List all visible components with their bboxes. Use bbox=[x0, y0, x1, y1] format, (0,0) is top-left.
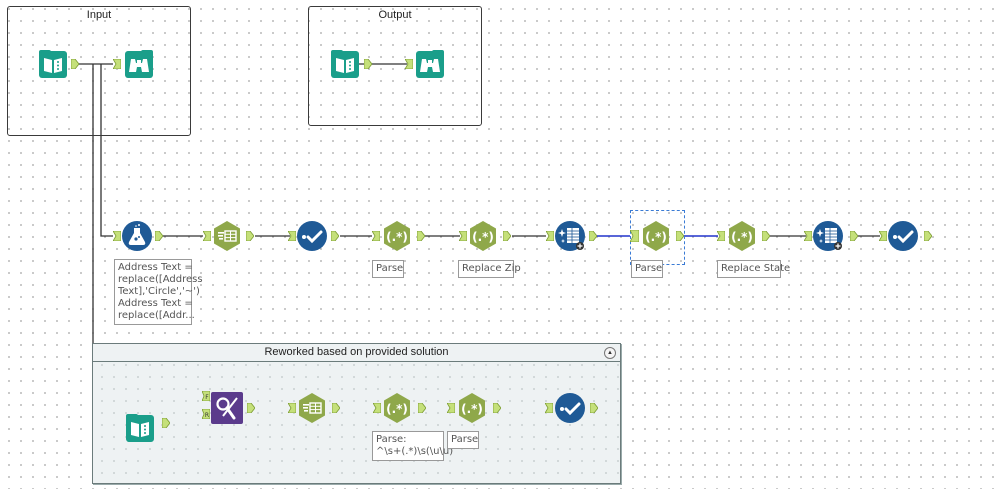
output-anchor[interactable] bbox=[503, 231, 511, 241]
input-anchor[interactable] bbox=[546, 231, 554, 241]
regex-tool[interactable]: (.*) bbox=[382, 393, 412, 423]
input-anchor[interactable] bbox=[717, 231, 725, 241]
find-replace-tool[interactable] bbox=[211, 392, 243, 424]
output-anchor[interactable] bbox=[762, 231, 770, 241]
svg-text:F: F bbox=[205, 394, 209, 401]
check-icon bbox=[555, 393, 585, 423]
svg-text:(.*): (.*) bbox=[386, 230, 408, 244]
regex-tool[interactable]: (.*) bbox=[727, 221, 757, 251]
regex-annotation-parse-pattern[interactable]: Parse: ^\s+(.*)\s(\u\u) bbox=[372, 431, 453, 461]
book-icon bbox=[331, 50, 359, 78]
svg-text:(.*): (.*) bbox=[386, 402, 408, 416]
svg-text:(.*): (.*) bbox=[461, 402, 483, 416]
input-anchor[interactable] bbox=[405, 59, 413, 69]
input-anchor[interactable] bbox=[203, 231, 211, 241]
regex-tool[interactable]: (.*) bbox=[457, 393, 487, 423]
regex-icon: (.*) bbox=[384, 221, 410, 251]
regex-tool[interactable]: (.*) bbox=[468, 221, 498, 251]
regex-tool[interactable]: (.*) bbox=[382, 221, 412, 251]
text-to-columns-tool[interactable] bbox=[297, 393, 327, 423]
output-anchor[interactable] bbox=[155, 231, 163, 241]
input-data-tool[interactable] bbox=[330, 49, 360, 79]
svg-text:R: R bbox=[205, 412, 209, 419]
chevron-up-icon[interactable]: ▲ bbox=[604, 347, 616, 359]
find-anchor[interactable]: F bbox=[202, 391, 210, 401]
regex-annotation-replace-state[interactable]: Replace State bbox=[717, 260, 790, 278]
book-icon bbox=[126, 414, 154, 442]
book-icon bbox=[39, 50, 67, 78]
svg-text:(.*): (.*) bbox=[645, 230, 667, 244]
flask-icon bbox=[122, 221, 152, 251]
binoculars-icon bbox=[125, 50, 153, 78]
input-anchor[interactable] bbox=[288, 403, 296, 413]
find-replace-icon bbox=[211, 392, 243, 424]
output-anchor[interactable] bbox=[417, 231, 425, 241]
input-anchor[interactable] bbox=[804, 231, 812, 241]
output-anchor[interactable] bbox=[418, 403, 426, 413]
output-anchor[interactable] bbox=[589, 231, 597, 241]
output-anchor[interactable] bbox=[71, 59, 79, 69]
group-title: Reworked based on provided solution bbox=[264, 346, 449, 358]
output-container[interactable]: Output bbox=[308, 6, 482, 126]
input-anchor[interactable] bbox=[459, 231, 467, 241]
output-anchor[interactable] bbox=[162, 418, 170, 428]
regex-annotation-parse[interactable]: Parse bbox=[372, 260, 404, 278]
check-icon bbox=[297, 221, 327, 251]
regex-annotation-replace-zip[interactable]: Replace Zip bbox=[458, 260, 521, 278]
check-icon bbox=[888, 221, 918, 251]
svg-text:(.*): (.*) bbox=[731, 230, 753, 244]
input-anchor[interactable] bbox=[373, 403, 381, 413]
input-anchor[interactable] bbox=[113, 59, 121, 69]
output-anchor[interactable] bbox=[364, 59, 372, 69]
output-anchor[interactable] bbox=[247, 403, 255, 413]
regex-icon: (.*) bbox=[459, 393, 485, 423]
output-anchor[interactable] bbox=[676, 231, 684, 241]
regex-icon: (.*) bbox=[470, 221, 496, 251]
data-cleansing-tool[interactable] bbox=[813, 221, 843, 251]
group-header[interactable]: Reworked based on provided solution ▲ bbox=[93, 344, 620, 362]
data-cleansing-tool[interactable] bbox=[555, 221, 585, 251]
input-container-title: Input bbox=[86, 9, 112, 21]
input-anchor[interactable] bbox=[630, 230, 639, 242]
sparkle-table-icon bbox=[555, 221, 585, 251]
regex-annotation-parse[interactable]: Parse bbox=[631, 260, 663, 278]
regex-icon: (.*) bbox=[643, 221, 669, 251]
table-columns-icon bbox=[214, 221, 240, 251]
select-tool[interactable] bbox=[297, 221, 327, 251]
text-to-columns-tool[interactable] bbox=[212, 221, 242, 251]
select-tool[interactable] bbox=[555, 393, 585, 423]
output-anchor[interactable] bbox=[332, 403, 340, 413]
browse-tool[interactable] bbox=[124, 49, 154, 79]
browse-tool[interactable] bbox=[415, 49, 445, 79]
sparkle-table-icon bbox=[813, 221, 843, 251]
input-anchor[interactable] bbox=[372, 231, 380, 241]
binoculars-icon bbox=[416, 50, 444, 78]
select-tool[interactable] bbox=[888, 221, 918, 251]
regex-annotation-parse[interactable]: Parse bbox=[447, 431, 479, 449]
regex-icon: (.*) bbox=[384, 393, 410, 423]
output-anchor[interactable] bbox=[246, 231, 254, 241]
regex-tool-selected[interactable]: (.*) bbox=[641, 221, 671, 251]
formula-annotation[interactable]: Address Text = replace([Address Text],'C… bbox=[114, 259, 203, 325]
input-anchor[interactable] bbox=[545, 403, 553, 413]
tool-container-group[interactable]: Reworked based on provided solution ▲ bbox=[92, 343, 621, 484]
input-data-tool[interactable] bbox=[125, 413, 155, 443]
output-container-title: Output bbox=[378, 9, 412, 21]
input-container[interactable]: Input bbox=[7, 6, 191, 136]
output-anchor[interactable] bbox=[331, 231, 339, 241]
output-anchor[interactable] bbox=[590, 403, 598, 413]
input-anchor[interactable] bbox=[113, 231, 121, 241]
output-anchor[interactable] bbox=[493, 403, 501, 413]
regex-icon: (.*) bbox=[729, 221, 755, 251]
input-data-tool[interactable] bbox=[38, 49, 68, 79]
input-anchor[interactable] bbox=[288, 231, 296, 241]
replace-anchor[interactable]: R bbox=[202, 409, 210, 419]
output-anchor[interactable] bbox=[924, 231, 932, 241]
svg-text:(.*): (.*) bbox=[472, 230, 494, 244]
input-anchor[interactable] bbox=[879, 231, 887, 241]
formula-tool[interactable] bbox=[122, 221, 152, 251]
table-columns-icon bbox=[299, 393, 325, 423]
output-anchor[interactable] bbox=[850, 231, 858, 241]
input-anchor[interactable] bbox=[447, 403, 455, 413]
